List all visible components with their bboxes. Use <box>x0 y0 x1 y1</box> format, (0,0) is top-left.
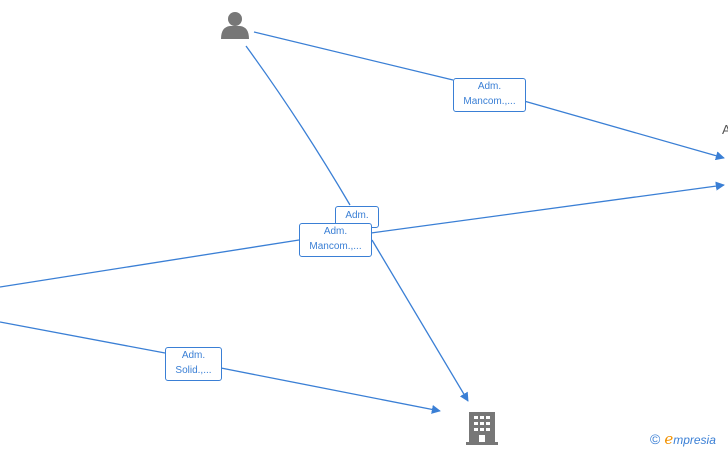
edge-label-line1: Adm. <box>477 81 502 92</box>
edge-label-line2: Mancom.,... <box>463 96 516 107</box>
edge-label-adm-mancom-middle[interactable]: Adm. Mancom.,... <box>299 223 372 257</box>
person-icon[interactable] <box>221 11 249 46</box>
edge-person-to-company <box>245 45 351 206</box>
edge-person-to-company-tail <box>371 239 469 402</box>
empresia-logo[interactable]: ©empresia <box>650 430 716 448</box>
brand-initial: e <box>664 430 674 448</box>
edge-left-to-company <box>0 321 440 411</box>
edge-label-line2: Mancom.,... <box>309 241 362 252</box>
edge-label-adm-mancom-top[interactable]: Adm. Mancom.,... <box>453 78 526 112</box>
node-label-right-partial[interactable]: A <box>722 122 728 137</box>
edge-person-to-right-top <box>253 31 724 158</box>
building-icon[interactable] <box>466 409 498 450</box>
edge-left-to-right-middle <box>0 185 724 288</box>
edge-label-line1: Adm. <box>345 210 369 221</box>
edge-label-line1: Adm. <box>323 226 348 237</box>
edge-label-line1: Adm. <box>181 350 206 361</box>
copyright-symbol: © <box>650 431 661 447</box>
brand-name: mpresia <box>673 433 716 447</box>
edge-label-line2: Solid.,... <box>175 365 212 376</box>
edge-label-adm-solid[interactable]: Adm. Solid.,... <box>165 347 222 381</box>
